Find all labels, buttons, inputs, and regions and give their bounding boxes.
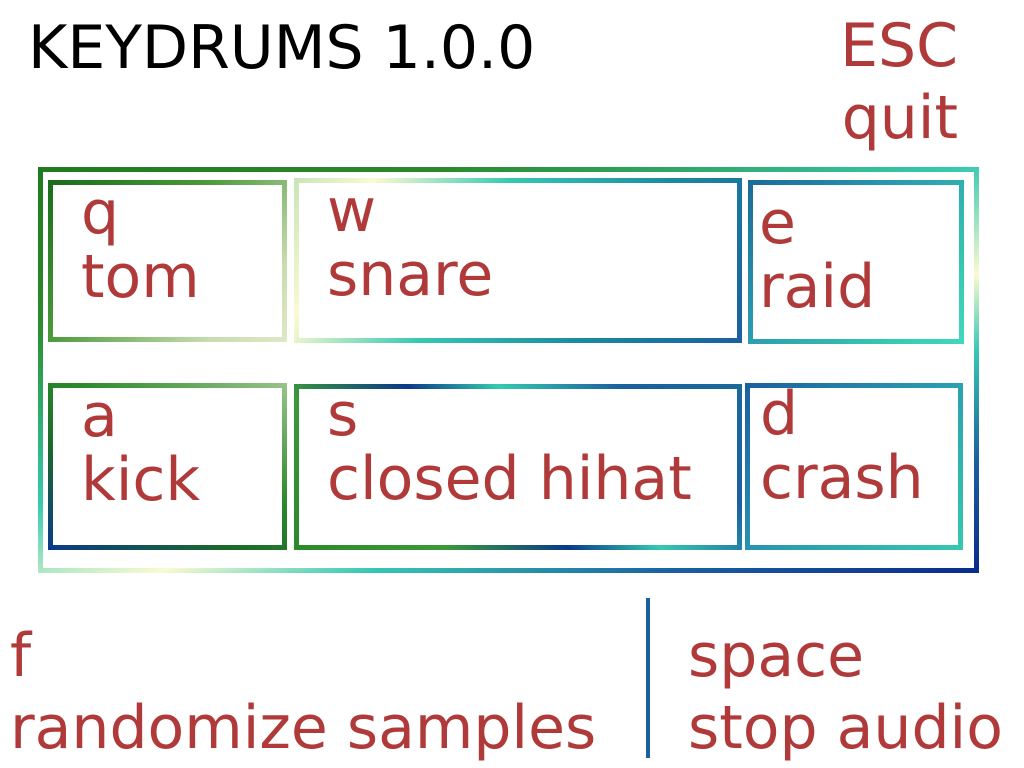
- pad-sound: tom: [81, 242, 200, 312]
- drum-pad-crash[interactable]: d crash: [745, 379, 963, 550]
- quit-key: ESC: [840, 11, 958, 81]
- app-title: KEYDRUMS 1.0.0: [28, 13, 536, 83]
- pad-key: q: [81, 178, 120, 248]
- quit-label: quit: [841, 83, 958, 153]
- stop-hint[interactable]: space stop audio: [688, 620, 1024, 764]
- randomize-key: f: [10, 621, 32, 691]
- stop-key: space: [688, 621, 865, 691]
- drum-pad-kick[interactable]: a kick: [48, 383, 287, 550]
- drum-pad-snare[interactable]: w snare: [294, 178, 742, 343]
- drum-pad-raid[interactable]: e raid: [748, 180, 964, 344]
- pad-sound: raid: [759, 252, 876, 322]
- stop-label: stop audio: [688, 693, 1003, 763]
- pad-key: e: [759, 188, 796, 258]
- pad-key: a: [81, 381, 118, 451]
- randomize-hint[interactable]: f randomize samples: [10, 620, 596, 764]
- pad-sound: crash: [760, 443, 924, 513]
- pad-sound: snare: [327, 240, 494, 310]
- randomize-label: randomize samples: [10, 693, 597, 763]
- quit-hint[interactable]: ESC quit: [818, 10, 958, 154]
- pad-sound: kick: [81, 445, 201, 515]
- pad-key: s: [327, 380, 359, 450]
- pad-key: w: [327, 176, 377, 246]
- pad-key: d: [760, 379, 799, 449]
- drum-pad-closed-hihat[interactable]: s closed hihat: [294, 380, 742, 550]
- divider: [646, 598, 650, 758]
- drum-pad-tom[interactable]: q tom: [48, 180, 287, 342]
- pad-sound: closed hihat: [327, 444, 692, 514]
